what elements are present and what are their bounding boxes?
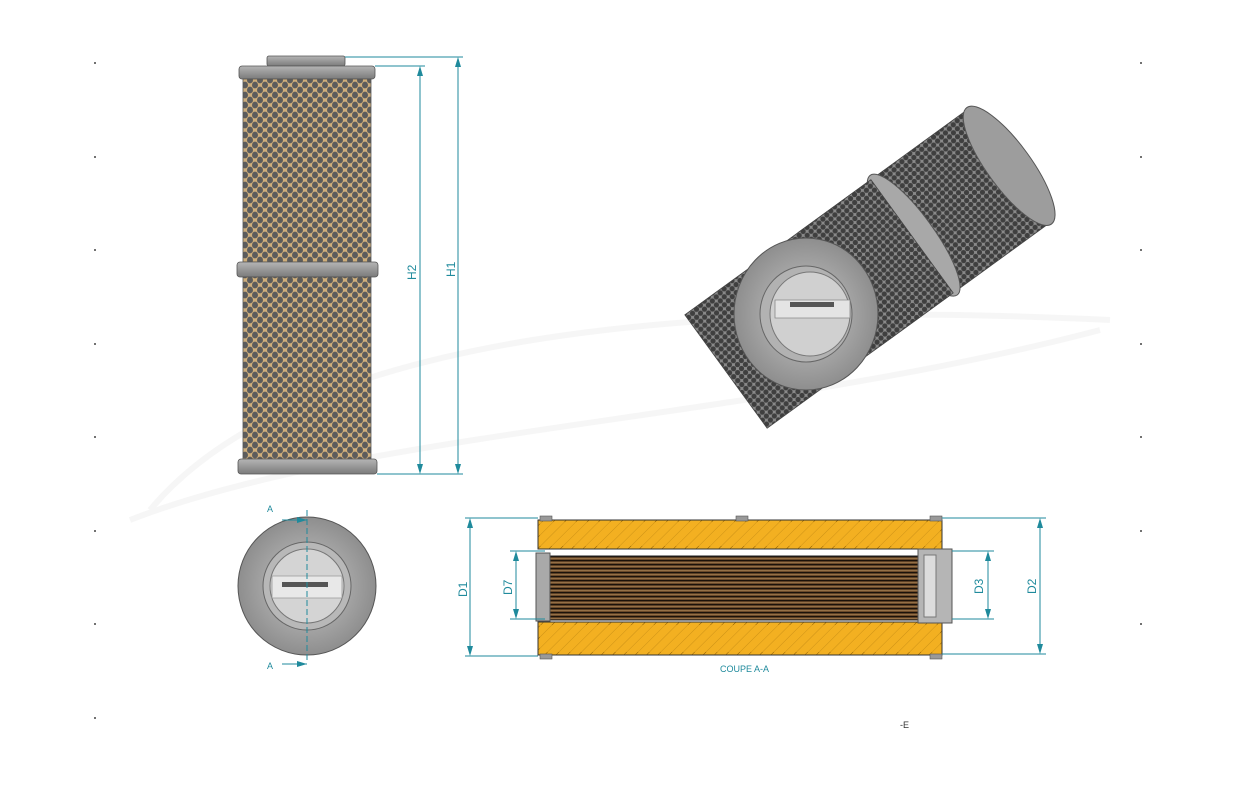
dimension-d3 (952, 550, 994, 620)
isometric-view (684, 105, 1056, 429)
section-label-bottom: A (267, 661, 273, 671)
section-arrows (282, 517, 307, 667)
frame-ticks (94, 62, 1142, 719)
section-view (535, 515, 953, 660)
corner-mark: -E (900, 720, 909, 730)
label-d1: D1 (456, 581, 470, 597)
label-h1: H1 (444, 261, 458, 277)
front-view (236, 55, 379, 475)
watermark (128, 311, 1111, 523)
label-h2: H2 (405, 264, 419, 280)
dimension-d2 (942, 517, 1046, 655)
label-d2: D2 (1025, 578, 1039, 594)
label-d3: D3 (972, 578, 986, 594)
end-view (237, 510, 377, 662)
dimension-h1 (345, 56, 463, 475)
section-caption: COUPE A-A (720, 664, 769, 674)
label-d7: D7 (501, 579, 515, 595)
dimension-h2 (375, 65, 425, 475)
section-label-top: A (267, 504, 273, 514)
dimension-d1 (465, 517, 538, 657)
dimension-d7 (510, 550, 545, 620)
